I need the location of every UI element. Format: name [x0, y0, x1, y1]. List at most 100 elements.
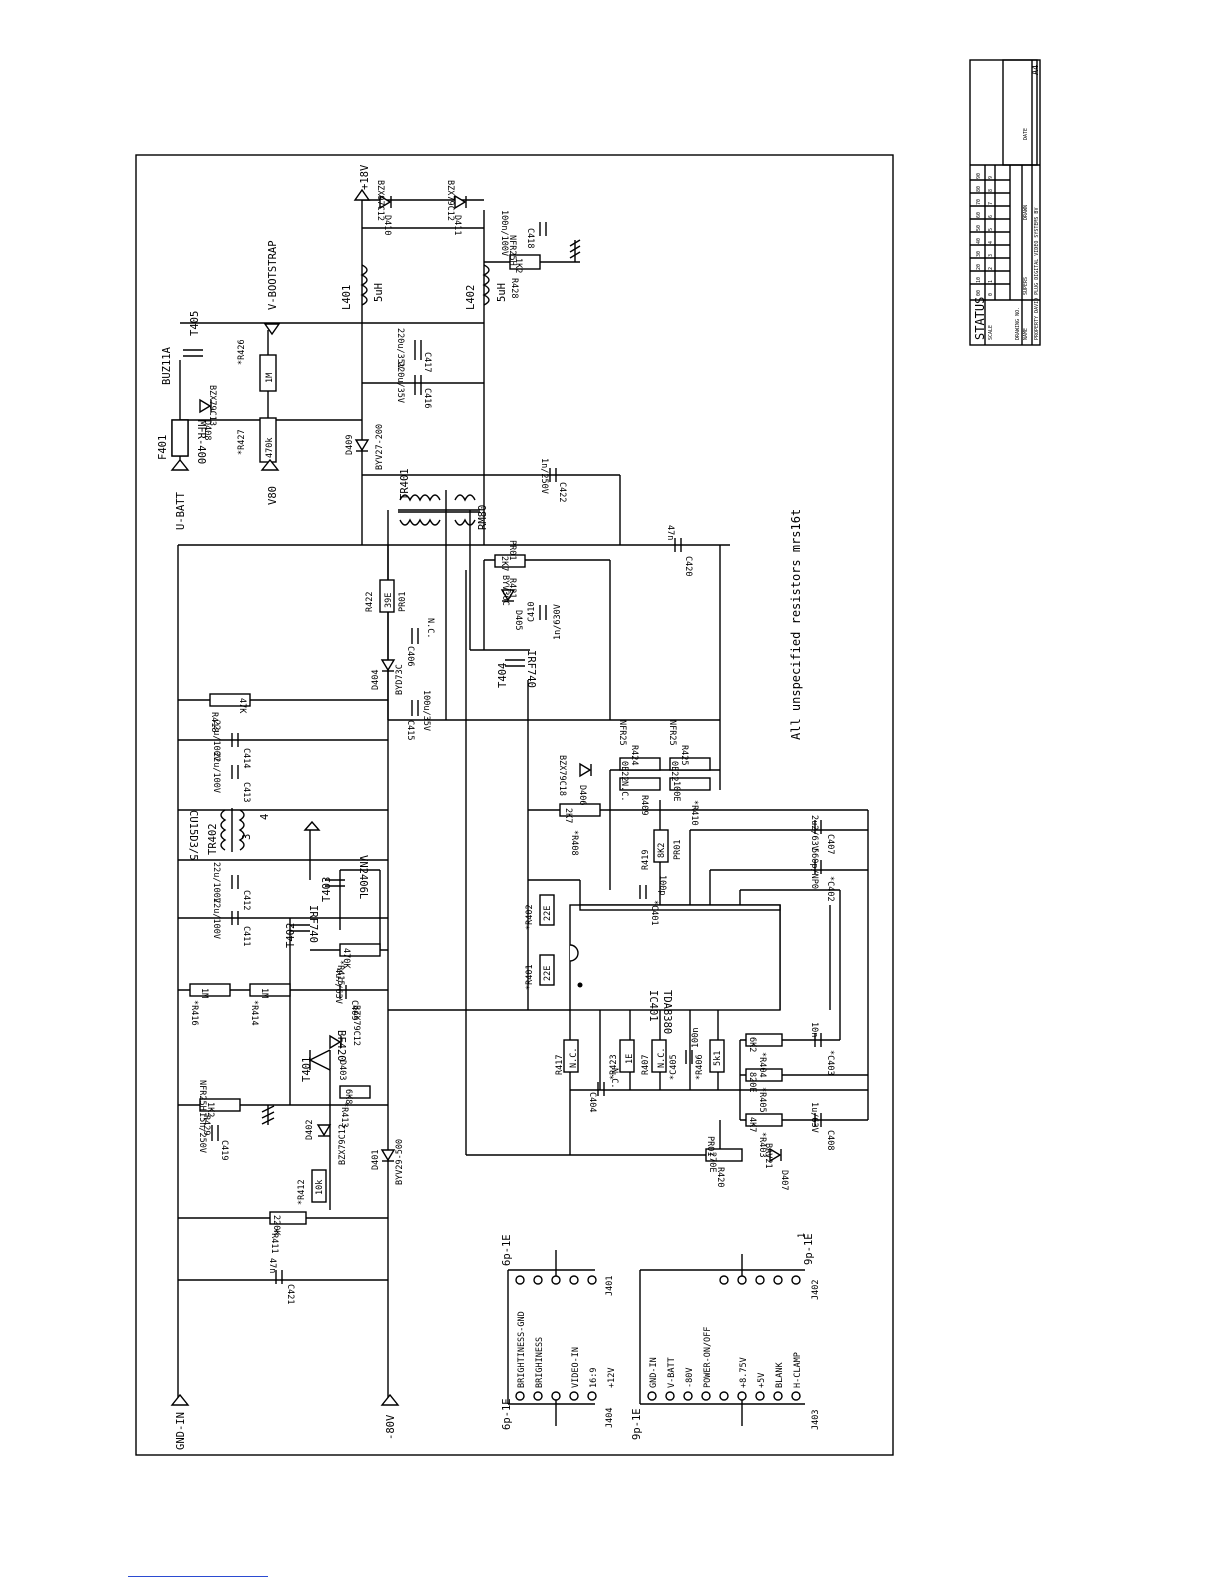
label-u-batt: U-BATT — [175, 491, 187, 530]
title-digit-4: 4 — [988, 241, 994, 244]
d405-part: BYV36C — [500, 575, 510, 606]
c408-value: 1u/63V — [809, 1102, 819, 1133]
title-digit-0: 0 — [988, 293, 994, 296]
c409-ref: C409 — [349, 1000, 359, 1020]
t403-ref: T403 — [321, 877, 333, 902]
j402-ref: J402 — [811, 1280, 821, 1300]
r423-ref: *R423 — [609, 1054, 619, 1080]
r408-ref: *R408 — [569, 830, 579, 856]
c419-ref: C419 — [219, 1140, 229, 1160]
r404-ref: *R404 — [757, 1052, 767, 1078]
r407-ref: R407 — [641, 1055, 651, 1075]
j404-pin-16-9: 16:9 — [589, 1368, 599, 1388]
t405-ref: T405 — [189, 311, 201, 336]
connector-labels: 6p-1E 6p-1E 6p-1E J404 J401 BRIGHTINESS-… — [501, 1233, 821, 1440]
r416-ref: *R416 — [189, 1000, 199, 1026]
d406-ref: D406 — [577, 785, 587, 805]
r425-note: NFR25 — [667, 720, 677, 746]
t403-part: VN2406L — [357, 855, 369, 899]
c421-value: 47n — [267, 1258, 277, 1273]
title-digit-20: 20 — [976, 264, 982, 270]
j403-pin-h-clamp: H-CLAMP — [793, 1352, 803, 1388]
r416-value: 1M — [199, 988, 209, 998]
title-status: STATUS — [973, 297, 987, 340]
r405-ref: *R405 — [757, 1087, 767, 1113]
j404-ref: J404 — [605, 1408, 615, 1428]
r414-value: 1M — [259, 988, 269, 998]
label-v-bootstrap: V-BOOTSTRAP — [267, 240, 279, 310]
r408-value: 2K7 — [563, 808, 573, 823]
d403-part: BZX79C12 — [351, 1005, 361, 1046]
r419-ref: R419 — [641, 850, 651, 870]
c420-ref: C420 — [683, 556, 693, 576]
r425-value: 0E22 — [669, 761, 679, 781]
t402-ref: T402 — [285, 923, 297, 948]
r417-ref: R417 — [555, 1055, 565, 1075]
d407-ref: D407 — [779, 1170, 789, 1190]
r410-value: 100E — [671, 781, 681, 801]
j402-type: 9p-1E — [803, 1233, 815, 1265]
d410-part: BZX97C12 — [375, 180, 385, 221]
t404-part: IRF740 — [525, 650, 537, 688]
connector-j404-j401 — [507, 1250, 597, 1426]
component-bodies — [170, 188, 822, 1426]
c416-value: 220u/35V — [395, 362, 405, 403]
title-digit-10: 10 — [976, 277, 982, 283]
title-digit-6: 6 — [988, 215, 994, 218]
d401-part: BYV29-500 — [395, 1139, 405, 1185]
c416-ref: C416 — [422, 388, 432, 408]
f401-part: MFR-400 — [195, 420, 207, 464]
title-digit-70: 70 — [976, 199, 982, 205]
c412-ref: C412 — [241, 890, 251, 910]
title-digit-9: 9 — [988, 176, 994, 179]
d411-part: BZX79C12 — [445, 180, 455, 221]
title-property: PROPERTY DAVID PLUG DIGITAL VIDEO SYSTEM… — [1034, 208, 1040, 340]
r426-value: 1M — [265, 373, 275, 383]
d402-part: BZX79C12 — [338, 1124, 348, 1165]
c414-value: 22u/100V — [211, 720, 221, 761]
title-date: DATE — [1023, 128, 1029, 140]
r418-ref: R418 — [209, 712, 219, 732]
t404-ref: T404 — [497, 663, 509, 688]
r412-ref: *R412 — [297, 1179, 307, 1205]
l402-value: 5uH — [496, 283, 508, 302]
r404-value: 6K2 — [747, 1037, 757, 1052]
label-minus-80v: -80V — [385, 1414, 397, 1440]
r403-ref: *R403 — [757, 1132, 767, 1158]
r428-value: 1K2 — [513, 258, 523, 273]
diode-labels: D410 BZX97C12 D411 BZX79C12 D408 BZX79C1… — [202, 180, 789, 1190]
j403-pin-8-75v: +8.75V — [739, 1357, 749, 1388]
d405-ref: D405 — [513, 610, 523, 630]
ic-part: TDA8380 — [661, 990, 673, 1034]
r428-ref: R428 — [509, 278, 519, 298]
footer-link-underline[interactable] — [128, 1576, 268, 1577]
title-digit-80: 80 — [976, 186, 982, 192]
title-digit-30: 30 — [976, 251, 982, 257]
title-digit-3: 3 — [988, 254, 994, 257]
j402-pin1: 1 — [797, 1233, 807, 1238]
j401-ref: J401 — [605, 1276, 615, 1296]
c405-value: 100n — [691, 1028, 701, 1048]
j403-pin-minus-80v: -80V — [685, 1368, 695, 1388]
tr402-part: CU15D3/5 — [187, 810, 199, 861]
c402-ref: *C402 — [825, 876, 835, 902]
r413-ref: *R413 — [339, 1102, 349, 1128]
j404-pin-video-in: VIDEO-IN — [571, 1347, 581, 1388]
c418-value: 100n/100V — [499, 210, 509, 256]
t401-part: BF420 — [335, 1030, 347, 1062]
r406-value: 5k1 — [713, 1051, 723, 1066]
c409-value: 4u7/63V — [333, 968, 343, 1004]
r410-ref: *R410 — [689, 800, 699, 826]
c415-ref: C415 — [405, 720, 415, 740]
c413-ref: C413 — [241, 782, 251, 802]
d402-ref: D402 — [305, 1120, 315, 1140]
transformer-tr401-symbol — [398, 494, 480, 526]
r421-ref: R421 — [507, 578, 517, 598]
r424-ref: R424 — [629, 745, 639, 765]
j404-pin-12v: +12V — [607, 1368, 617, 1388]
c417-ref: C417 — [422, 352, 432, 372]
r411-ref: *R411 — [269, 1228, 279, 1254]
connector-j403-j402 — [639, 1254, 805, 1426]
j403-pin-v-batt: V-BATT — [667, 1357, 677, 1388]
